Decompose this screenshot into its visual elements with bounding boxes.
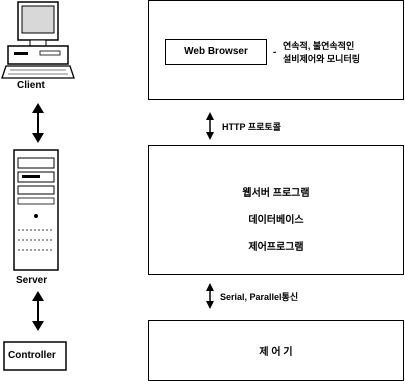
web-browser-box: Web Browser: [165, 39, 267, 65]
client-tier-box: Web Browser - 연속적, 불연속적인 설비제어와 모니터링: [148, 0, 404, 100]
server-tier-box: 웹서버 프로그램 데이터베이스 제어프로그램: [148, 145, 404, 275]
browser-note-line1: 연속적, 불연속적인: [283, 41, 355, 51]
controller-label: Controller: [8, 350, 56, 361]
controller-box: [3, 341, 67, 371]
server-label: Server: [16, 275, 48, 286]
webserver-program-label: 웹서버 프로그램: [242, 188, 310, 199]
web-browser-label: Web Browser: [184, 46, 248, 57]
server-tower-icon: [13, 149, 59, 271]
client-label: Client: [17, 80, 45, 91]
controller-tier-label: 제 어 기: [259, 347, 293, 358]
server-program-list: 웹서버 프로그램 데이터베이스 제어프로그램: [149, 184, 403, 265]
database-label: 데이터베이스: [248, 215, 304, 226]
http-arrow: [206, 112, 214, 140]
client-computer-icon: [1, 1, 75, 79]
browser-note-line2: 설비제어와 모니터링: [283, 54, 361, 64]
browser-note-dash: -: [273, 47, 277, 58]
control-program-label: 제어프로그램: [248, 242, 304, 253]
http-protocol-label: HTTP 프로토콜: [222, 122, 281, 132]
serial-parallel-label: Serial, Parallel통신: [220, 292, 299, 302]
serial-arrow: [206, 283, 214, 309]
server-controller-arrow: [32, 291, 44, 331]
client-server-arrow: [32, 103, 44, 143]
controller-tier-box: 제 어 기: [148, 320, 404, 381]
